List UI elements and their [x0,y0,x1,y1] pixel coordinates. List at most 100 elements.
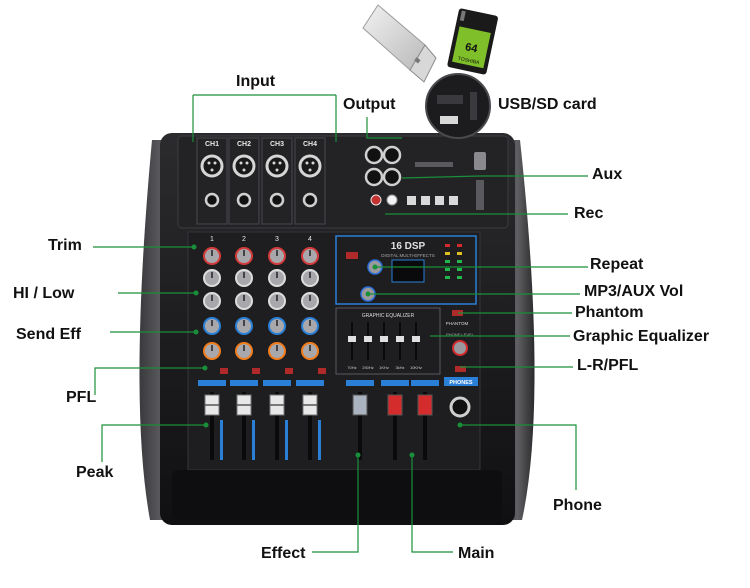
channel-strips: 1 2 3 4 [198,236,326,460]
leader-line-peak [101,424,206,462]
pfl-button [318,368,326,374]
xlr-pin [239,161,243,165]
dsp-display [391,259,425,283]
geq-slider [380,336,388,342]
label-output: Output [343,96,396,113]
geq-band-label: 1KHz [379,365,389,370]
phones-header [444,377,478,386]
pfl-button [285,368,293,374]
line-jack [269,192,285,208]
xlr-pin [278,161,282,165]
channel-label: CH3 [270,141,284,148]
label-rec: Rec [574,205,604,222]
zoom-usb-port [437,95,463,104]
geq-band-label: 3kHz [395,365,404,370]
xlr-jack [200,154,224,178]
label-pfl: PFL [66,389,97,406]
master-fader [352,394,368,416]
geq-panel [335,307,441,375]
dsp-subtitle: DIGITAL MULTI-EFFECTS [381,253,434,258]
xlr-pin [207,161,211,165]
leader-line-input [192,94,337,142]
strip-number: 3 [275,236,279,243]
label-phantom: Phantom [575,304,644,321]
level-meter [445,244,462,279]
label-effect: Effect [261,545,306,562]
media-button [435,196,444,205]
strip-number: 1 [210,236,214,243]
media-button [449,196,458,205]
line-jack [236,192,252,208]
master-header [346,380,374,386]
geq-title: GRAPHIC EQUALIZER [362,313,415,319]
output-jack [364,167,384,187]
leader-dot [191,244,197,250]
xlr-jack [298,154,322,178]
sd-card-illustration: 64 TOSHIBA [447,8,498,75]
channel-input-panel [294,137,326,225]
leader-lines [93,94,588,553]
leader-line-effect [312,455,359,553]
xlr-pin [242,168,246,172]
leader-dot [202,365,208,371]
channel-label: CH4 [303,141,317,148]
label-usb-sd: USB/SD card [498,96,597,113]
label-repeat: Repeat [590,256,644,273]
xlr-jack [232,154,256,178]
xlr-pin [210,168,214,172]
usb-slot [415,162,453,167]
xlr-pin [245,161,249,165]
output-jack [364,145,384,165]
media-button [407,196,416,205]
strip-header [263,380,291,386]
leader-dot [365,291,371,297]
peak-meter [252,420,255,460]
master-fader [417,394,433,416]
geq-band-label: 10KHz [410,365,422,370]
leader-dot [372,264,378,270]
label-mp3-aux-vol: MP3/AUX Vol [584,283,684,300]
channel-input-panel [196,137,228,225]
strip-header [296,380,324,386]
label-send-eff: Send Eff [16,326,81,343]
master-track [393,392,397,460]
fader-track [242,392,246,460]
xlr-pin [308,168,312,172]
xlr-pin [275,168,279,172]
xlr-pin [305,161,309,165]
phone-level-text: PHONE LEVEL [446,332,475,337]
master-faders [346,380,439,460]
dsp-panel [335,235,477,305]
master-track [423,392,427,460]
master-header [411,380,439,386]
line-jack [302,192,318,208]
fader-track [308,392,312,460]
phone-jack [449,396,471,418]
sd-capacity-text: 64 [464,41,479,55]
rca-jack [386,194,398,206]
peak-meter [220,420,223,460]
geq-slider [396,336,404,342]
strip-number: 2 [242,236,246,243]
fader-track [210,392,214,460]
pfl-button [252,368,260,374]
leader-dot [409,452,415,458]
leader-line-output [366,117,402,139]
peak-meter [318,420,321,460]
xlr-jack [265,154,289,178]
send-eff-button [346,252,358,259]
leader-dot [193,329,199,335]
phantom-text: PHANTOM [446,321,469,326]
geq-slider [412,336,420,342]
master-track [358,392,362,460]
dsp-logo: 16 DSP [391,241,426,252]
usb-sd-zoom-inset [425,73,491,139]
mixer-front-lip [172,470,502,520]
output-jack [382,167,402,187]
leader-dot [193,290,199,296]
strip-number: 4 [308,236,312,243]
label-phone: Phone [553,497,602,514]
leader-dot [203,422,209,428]
